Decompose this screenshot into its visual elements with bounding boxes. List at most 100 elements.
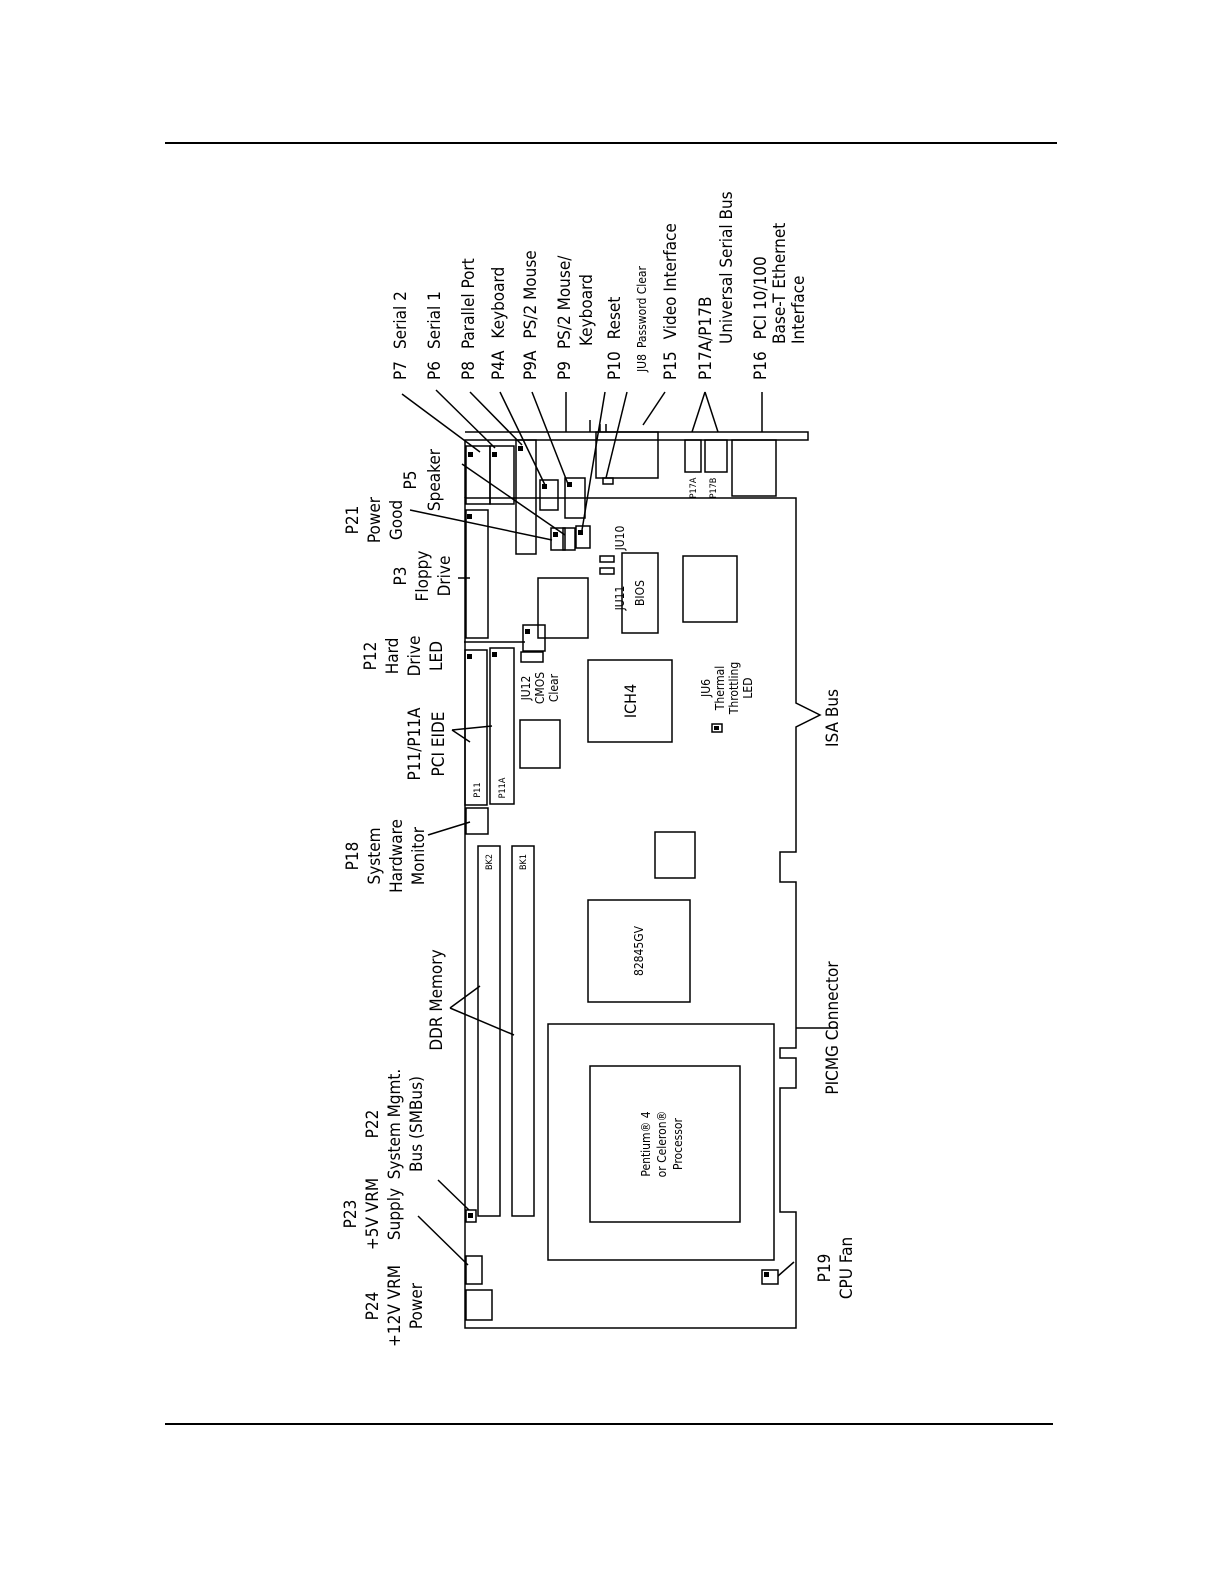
label-p6: P6: [425, 361, 445, 380]
label-82845gv: 82845GV: [632, 925, 646, 976]
leader-lines: [401, 389, 838, 1277]
label-cpu: Pentium® 4: [639, 1111, 653, 1176]
svg-text:+5V VRM: +5V VRM: [363, 1178, 383, 1250]
svg-text:Floppy: Floppy: [413, 551, 433, 602]
svg-text:P9APS/2 Mouse: P9APS/2 Mouse: [521, 250, 541, 380]
svg-text:P7Serial 2: P7Serial 2: [391, 291, 411, 380]
svg-text:P6Serial 1: P6Serial 1: [425, 291, 445, 380]
svg-text:Monitor: Monitor: [409, 826, 429, 885]
p8-connector: [515, 439, 537, 555]
label-p4a: P4A: [489, 350, 509, 380]
svg-text:P16PCI 10/100: P16PCI 10/100: [751, 256, 771, 380]
p19-header: [761, 1269, 779, 1285]
label-p9-line2: Keyboard: [577, 274, 597, 346]
label-p9: P9: [555, 361, 575, 380]
p11-connector: [464, 649, 488, 806]
svg-text:Drive: Drive: [405, 636, 425, 677]
svg-text:+12V VRM: +12V VRM: [385, 1265, 405, 1347]
cpu-core: [589, 1065, 741, 1223]
svg-text:Interface: Interface: [789, 276, 809, 344]
svg-text:PCI EIDE: PCI EIDE: [429, 712, 449, 777]
p15-connector: [595, 431, 659, 479]
label-isa-bus: ISA Bus: [823, 689, 843, 747]
bk1-dimm: [511, 845, 535, 1217]
label-p17a-tag: P17A: [689, 477, 699, 498]
label-p10: P10: [605, 351, 625, 380]
label-p5: P5: [401, 471, 421, 490]
label-bios: BIOS: [633, 580, 647, 606]
label-p12: P12: [361, 642, 381, 671]
svg-text:CPU Fan: CPU Fan: [837, 1237, 857, 1299]
label-p18: P18: [343, 842, 363, 871]
svg-text:P8Parallel Port: P8Parallel Port: [459, 258, 479, 380]
svg-text:JU8Password Clear: JU8Password Clear: [635, 265, 649, 373]
svg-text:Speaker: Speaker: [425, 448, 445, 511]
svg-text:Hardware: Hardware: [387, 819, 407, 893]
svg-text:Supply: Supply: [385, 1188, 405, 1240]
label-p19: P19: [815, 1254, 835, 1283]
label-p21: P21: [343, 506, 363, 535]
label-ju11: JU11: [613, 586, 627, 612]
bk2-dimm: [477, 845, 501, 1217]
label-p16: P16: [751, 351, 771, 380]
label-bk1: BK1: [519, 854, 529, 870]
board-labels: JU12 CMOS Clear JU6 Thermal Throttling L…: [473, 477, 755, 1177]
svg-text:Good: Good: [387, 500, 407, 540]
label-p3: P3: [391, 567, 411, 586]
small-chip: [519, 719, 561, 769]
svg-text:Power: Power: [407, 1282, 427, 1329]
p6-connector: [489, 445, 515, 505]
svg-text:Thermal: Thermal: [713, 666, 727, 711]
svg-text:CMOS: CMOS: [533, 672, 547, 704]
label-p17-line2: Universal Serial Bus: [717, 191, 737, 344]
svg-text:Processor: Processor: [671, 1117, 685, 1170]
svg-text:Clear: Clear: [547, 673, 561, 702]
bios-chip: [621, 552, 659, 634]
label-p23: P23: [341, 1200, 361, 1229]
bracket-edge: [464, 431, 809, 498]
svg-text:Bus (SMBus): Bus (SMBus): [407, 1076, 427, 1172]
svg-text:Base-T Ethernet: Base-T Ethernet: [770, 223, 790, 344]
p17b-connector: [704, 439, 728, 473]
p4a-connector: [539, 479, 559, 511]
cpu-socket: [547, 1023, 775, 1261]
svg-text:P9PS/2 Mouse/: P9PS/2 Mouse/: [555, 255, 575, 380]
p24-connector: [465, 1289, 493, 1321]
ju11-jumper: [599, 567, 615, 575]
svg-text:Drive: Drive: [435, 556, 455, 597]
ju12-jumper: [520, 651, 544, 663]
svg-text:LED: LED: [741, 677, 755, 698]
p16-connector: [731, 439, 777, 497]
ju8-jumper: [602, 477, 614, 485]
label-ich4: ICH4: [621, 684, 640, 718]
footer-rule: [165, 1423, 1053, 1425]
p9a-connector: [564, 477, 586, 519]
label-p11a-tag: P11A: [498, 777, 508, 798]
label-ju6: JU6: [699, 679, 713, 698]
svg-text:Throttling: Throttling: [727, 662, 741, 715]
p18-header: [465, 807, 489, 835]
ich4-chip: [587, 659, 673, 743]
label-picmg: PICMG Connector: [823, 961, 843, 1095]
p10-connector: [575, 525, 591, 549]
svg-text:Power: Power: [365, 496, 385, 543]
label-p7: P7: [391, 361, 411, 380]
label-bk2: BK2: [485, 854, 495, 870]
svg-text:or Celeron®: or Celeron®: [655, 1111, 669, 1178]
label-ddr: DDR Memory: [427, 949, 447, 1050]
svg-text:P4AKeyboard: P4AKeyboard: [489, 267, 509, 380]
p21-header: [550, 527, 566, 551]
svg-text:P10Reset: P10Reset: [605, 297, 625, 380]
label-ju10: JU10: [613, 525, 627, 551]
label-p15: P15: [661, 351, 681, 380]
label-p22: P22: [363, 1110, 383, 1139]
svg-text:Hard: Hard: [383, 638, 403, 675]
svg-text:P15Video Interface: P15Video Interface: [661, 223, 681, 380]
label-p8: P8: [459, 361, 479, 380]
label-p17: P17A/P17B: [696, 297, 716, 380]
callout-labels: P7Serial 2 P6Serial 1 P8Parallel Port P4…: [341, 191, 857, 1347]
p5-header: [562, 527, 576, 551]
label-ju8: JU8: [635, 354, 649, 373]
board-outline: [464, 497, 822, 1329]
